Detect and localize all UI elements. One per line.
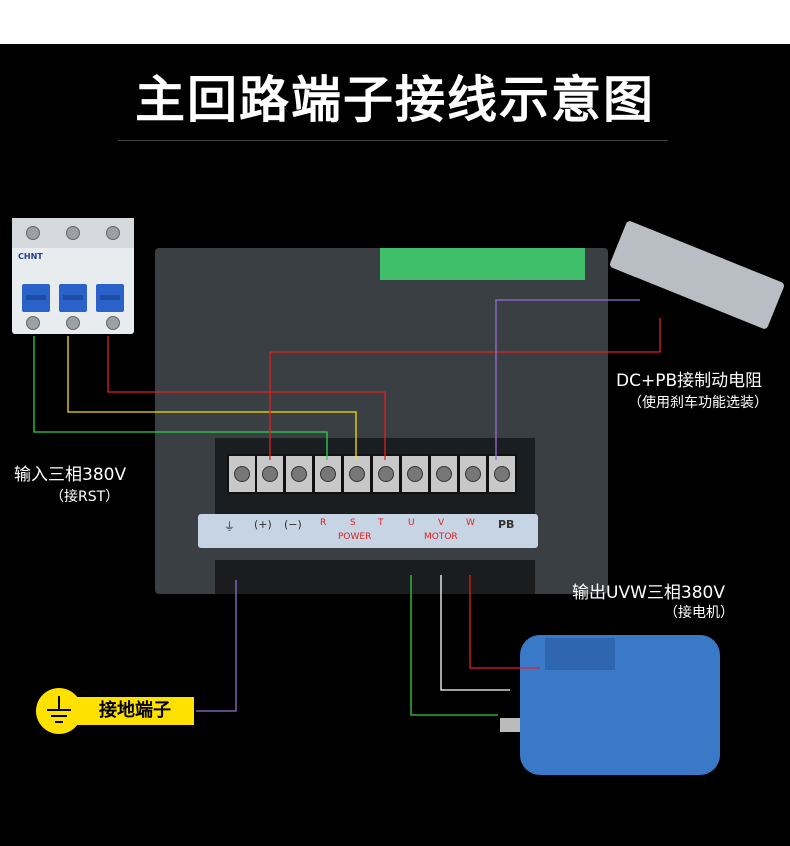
top-white-bar — [0, 0, 790, 44]
strip-cell-v: V — [438, 518, 445, 528]
strip-cell-w: W — [466, 518, 475, 528]
terminal-screw — [342, 454, 372, 494]
breaker-toggle — [59, 284, 87, 312]
ground-terminal-badge: 接地端子 — [36, 688, 196, 734]
wire-t — [33, 336, 328, 460]
page-title: 主回路端子接线示意图 — [135, 71, 655, 129]
inverter-body: ⏚ (+) (−) R S T U V W PB POWER MOTOR — [155, 248, 608, 594]
strip-cell-pb: PB — [498, 518, 515, 531]
breaker-toggle — [22, 284, 50, 312]
ground-symbol-icon: ⏚ — [224, 520, 235, 533]
terminal-screw — [313, 454, 343, 494]
output-label: 输出UVW三相380V — [572, 583, 725, 603]
screw-icon — [106, 316, 120, 330]
terminal-screw — [400, 454, 430, 494]
input-label: 输入三相380V — [14, 465, 127, 485]
breaker-toggle — [96, 284, 124, 312]
output-note: （接电机） — [664, 605, 734, 621]
wire-w — [469, 575, 540, 669]
wire-v — [440, 575, 510, 691]
screw-icon — [26, 316, 40, 330]
dc-pb-note: （使用刹车功能选装） — [628, 395, 768, 411]
screw-icon — [66, 226, 80, 240]
dc-pb-label: DC+PB接制动电阻 — [616, 371, 763, 391]
strip-cell-plus: (+) — [254, 518, 272, 531]
wire-u — [410, 575, 498, 716]
wire-s — [67, 336, 357, 460]
screw-icon — [106, 226, 120, 240]
wire-r — [107, 336, 386, 460]
wire-dc-plus — [269, 318, 661, 460]
control-terminal-block — [380, 248, 585, 280]
title-divider — [118, 140, 668, 141]
terminal-screw — [227, 454, 257, 494]
ground-label: 接地端子 — [76, 697, 194, 725]
power-label: POWER — [338, 532, 372, 542]
input-note: （接RST） — [50, 489, 120, 505]
terminal-screw — [284, 454, 314, 494]
strip-cell-s: S — [350, 518, 356, 528]
terminal-label-strip: ⏚ (+) (−) R S T U V W PB POWER MOTOR — [198, 514, 538, 548]
strip-cell-t: T — [378, 518, 384, 528]
strip-cell-r: R — [320, 518, 327, 528]
breaker-brand: CHNT — [18, 252, 43, 261]
ground-icon — [36, 688, 82, 734]
screw-icon — [66, 316, 80, 330]
cooling-fan — [215, 560, 535, 594]
circuit-breaker: CHNT — [12, 218, 134, 334]
terminal-screw — [487, 454, 517, 494]
screw-icon — [26, 226, 40, 240]
wire-pb — [495, 299, 640, 460]
strip-cell-u: U — [408, 518, 415, 528]
motor-junction-box — [545, 638, 615, 670]
strip-cell-minus: (−) — [284, 518, 302, 531]
motor-label: MOTOR — [424, 532, 458, 542]
wire-ground — [196, 580, 237, 712]
